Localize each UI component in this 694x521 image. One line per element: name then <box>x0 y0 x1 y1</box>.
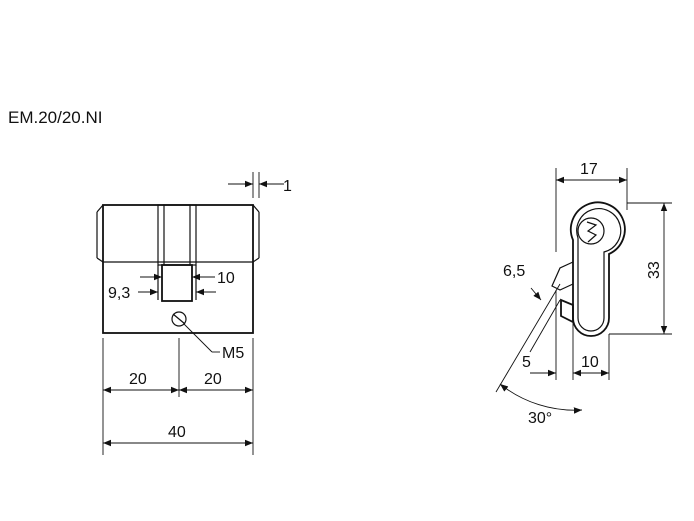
dim-halves: 20 20 <box>103 371 253 394</box>
dim-cam-thickness-label: 6,5 <box>503 263 525 280</box>
dim-height-label: 33 <box>646 261 663 279</box>
dim-right-label: 20 <box>204 371 222 388</box>
dim-total: 40 <box>103 424 253 447</box>
part-number-title: EM.20/20.NI <box>8 108 103 127</box>
dim-total-label: 40 <box>168 424 186 441</box>
front-view: 17 33 6,5 5 10 <box>495 161 672 427</box>
dim-offset: 5 <box>522 354 556 377</box>
dim-left-label: 20 <box>129 371 147 388</box>
dim-cam-width-inner-label: 10 <box>217 270 235 287</box>
dim-offset-label: 5 <box>522 354 531 371</box>
dim-angle-label: 30° <box>528 410 552 427</box>
cylinder-body <box>96 204 260 334</box>
dim-width: 17 <box>555 161 628 252</box>
dim-angle: 30° <box>499 383 583 427</box>
dim-cam-offset-label: 1 <box>283 178 292 195</box>
side-view: 1 10 9,3 M5 20 <box>96 172 292 455</box>
dim-cam-width-inner: 10 <box>140 270 235 287</box>
dim-cam-offset: 1 <box>228 172 292 198</box>
dim-profile-label: 10 <box>581 354 599 371</box>
dim-cam-width-outer-label: 9,3 <box>108 285 130 302</box>
dim-screw: M5 <box>183 323 244 362</box>
dim-screw-label: M5 <box>222 345 244 362</box>
dim-height: 33 <box>609 202 672 335</box>
dim-cam-width-outer: 9,3 <box>108 285 216 302</box>
dim-cam-thickness: 6,5 <box>503 263 542 301</box>
dim-width-label: 17 <box>580 161 598 178</box>
cylinder-profile <box>551 201 626 337</box>
dim-profile: 10 <box>573 354 609 377</box>
